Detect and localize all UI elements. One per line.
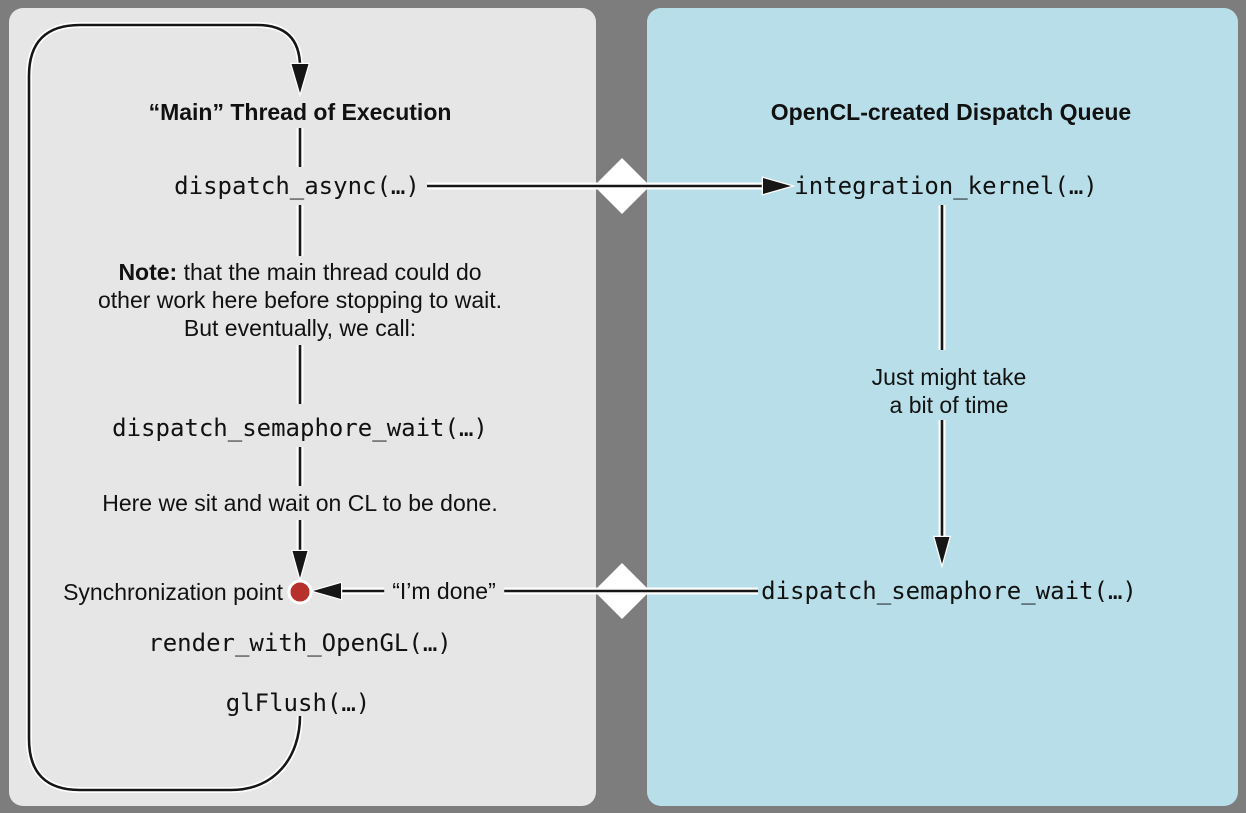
dispatch-async-arrow bbox=[427, 176, 796, 196]
note-text: Note: that the main thread could do othe… bbox=[98, 258, 502, 342]
delay-line-2: a bit of time bbox=[889, 392, 1009, 418]
right-arrowhead-icon bbox=[761, 176, 796, 196]
sync-point-dot bbox=[287, 579, 313, 605]
thread-loop-arrow bbox=[26, 22, 311, 793]
down-arrowhead-icon bbox=[290, 549, 310, 583]
sync-point-label: Synchronization point bbox=[63, 579, 283, 605]
main-thread-title: “Main” Thread of Execution bbox=[148, 99, 452, 125]
glflush-call: glFlush(…) bbox=[225, 689, 371, 717]
dispatch-semaphore-wait-call-main: dispatch_semaphore_wait(…) bbox=[112, 414, 488, 442]
main-thread-flow-lines bbox=[290, 128, 310, 583]
queue-flow-lines bbox=[932, 205, 952, 569]
dispatch-semaphore-wait-call-queue: dispatch_semaphore_wait(…) bbox=[761, 577, 1137, 605]
left-arrowhead-icon bbox=[308, 581, 343, 601]
note-line-2: other work here before stopping to wait. bbox=[97, 287, 503, 313]
im-done-arrow bbox=[308, 581, 758, 601]
dispatch-async-call: dispatch_async(…) bbox=[174, 172, 420, 200]
note-line-1: Note: that the main thread could do bbox=[118, 259, 482, 285]
delay-caption: Just might take a bit of time bbox=[872, 363, 1027, 419]
note-line-3: But eventually, we call: bbox=[183, 315, 417, 341]
dispatch-queue-panel bbox=[647, 8, 1238, 806]
integration-kernel-call: integration_kernel(…) bbox=[794, 172, 1098, 200]
loop-arrowhead-icon bbox=[289, 62, 311, 98]
dispatch-queue-title: OpenCL-created Dispatch Queue bbox=[770, 99, 1132, 125]
wait-caption: Here we sit and wait on CL to be done. bbox=[102, 490, 498, 516]
down-arrowhead-icon bbox=[932, 535, 952, 569]
delay-line-1: Just might take bbox=[871, 364, 1027, 390]
render-with-opengl-call: render_with_OpenGL(…) bbox=[148, 629, 452, 657]
im-done-message: “I’m done” bbox=[384, 577, 504, 605]
note-label: Note: bbox=[118, 259, 178, 285]
